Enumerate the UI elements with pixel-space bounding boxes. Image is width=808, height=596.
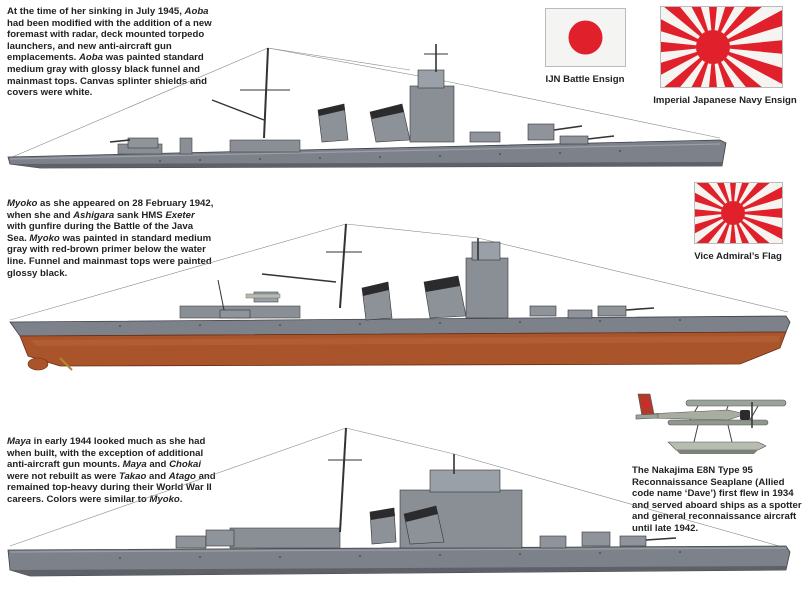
caption-aoba: At the time of her sinking in July 1945,… [7, 6, 212, 99]
vice-admirals-flag [694, 182, 783, 244]
caption-seaplane: The Nakajima E8N Type 95 Reconnaissance … [632, 465, 802, 534]
maya-ship-profile [0, 420, 808, 590]
myoko-ship-profile [0, 218, 808, 378]
imperial-japanese-navy-ensign-flag [660, 6, 783, 88]
vice-admirals-flag-label: Vice Admiral’s Flag [694, 251, 782, 262]
ijn-battle-ensign-label: IJN Battle Ensign [545, 74, 625, 85]
imperial-japanese-navy-ensign-label: Imperial Japanese Navy Ensign [653, 95, 797, 106]
aoba-ship-profile [0, 40, 808, 175]
caption-myoko: Myoko as she appeared on 28 February 194… [7, 198, 214, 279]
ijn-battle-ensign-flag [545, 8, 626, 67]
nakajima-e8n-seaplane-illustration [628, 384, 788, 460]
caption-maya: Maya in early 1944 looked much as she ha… [7, 436, 216, 505]
